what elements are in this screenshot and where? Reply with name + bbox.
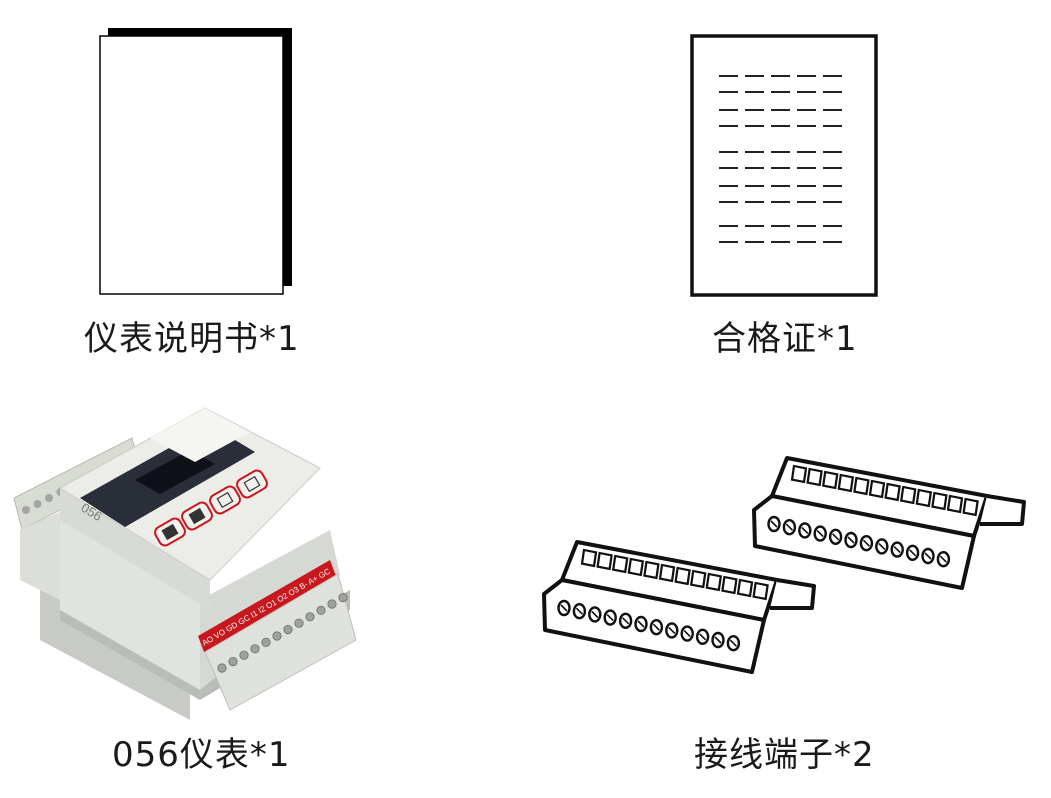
terminal-block-tab (980, 494, 1026, 526)
terminal-block-tab (770, 578, 816, 610)
terminal-screw-slot (801, 526, 809, 534)
terminal-wire-slot (643, 560, 660, 580)
meter-button (209, 485, 241, 515)
terminal-screw-slot (637, 620, 645, 628)
terminal-screw (305, 612, 315, 622)
terminal-screw (22, 506, 30, 514)
terminal-screw-slot (575, 607, 583, 615)
terminal-screw-slot (652, 623, 660, 631)
terminal-screw-slot (622, 617, 630, 625)
terminal-wire-slot (853, 476, 870, 496)
terminal-wire-slot (580, 548, 598, 568)
terminal-screw (316, 605, 326, 616)
terminal-wire-slot (705, 572, 723, 592)
terminal-wire-slot (962, 497, 979, 517)
terminal-screw-slot (832, 533, 840, 541)
terminal-wire-slot (611, 554, 629, 574)
terminal-wire-slot (837, 473, 855, 493)
terminal-screw-slot (699, 633, 707, 641)
meter-button (236, 469, 268, 499)
terminal-screw-slot (939, 555, 947, 563)
terminal-screw (33, 500, 42, 508)
terminal-screw (294, 618, 304, 628)
meter-button-glyph (243, 475, 261, 493)
terminals-caption: 接线端子*2 (694, 735, 875, 775)
terminal-screw-slot (847, 536, 855, 544)
terminal-screw (228, 656, 238, 667)
terminal-screw-slot (770, 520, 778, 528)
terminal-screw-slot (729, 639, 737, 647)
terminal-wire-slot (931, 491, 948, 511)
terminal-screw-slot (909, 549, 917, 557)
terminal-wire-slot (790, 464, 808, 484)
terminal-wire-slot (674, 566, 691, 586)
terminal-screw (217, 663, 227, 673)
terminal-wire-slot (689, 569, 707, 589)
terminal-screw (250, 644, 260, 654)
terminal-wire-slot (596, 551, 613, 571)
terminal-wire-slot (736, 578, 754, 598)
terminal-screw-slot (893, 546, 901, 554)
terminal-screw-slot (785, 523, 793, 531)
terminal-wire-slot (721, 575, 738, 595)
terminal-screw (283, 624, 293, 635)
terminal-screw (338, 592, 348, 603)
terminal-wire-slot (752, 581, 769, 601)
terminal-screw (327, 599, 337, 609)
terminal-screw-slot (878, 542, 886, 550)
terminal-screw (45, 494, 53, 502)
terminal-screw-slot (668, 626, 676, 634)
terminal-wire-slot (915, 488, 933, 508)
terminal-screw-slot (560, 604, 568, 612)
manual-caption: 仪表说明书*1 (84, 319, 300, 359)
terminal-screw (239, 650, 249, 660)
meter-caption: 056仪表*1 (112, 735, 291, 775)
terminal-wire-slot (868, 479, 886, 499)
certificate-caption: 合格证*1 (712, 319, 858, 359)
terminal-wire-slot (806, 467, 823, 487)
terminal-wire-slot (627, 557, 645, 577)
meter-button-glyph (216, 491, 234, 509)
terminal-screw-slot (862, 539, 870, 547)
meter-button-glyph (161, 523, 179, 541)
terminal-screw-slot (714, 636, 722, 644)
terminal-wire-slot (884, 482, 901, 502)
meter-button-glyph (188, 507, 206, 525)
terminal-wire-slot (658, 563, 676, 583)
terminal-screw-slot (591, 610, 599, 618)
terminal-screw (261, 637, 271, 648)
terminal-screw-slot (816, 530, 824, 538)
terminal-screw (272, 631, 282, 641)
terminal-wire-slot (946, 494, 964, 514)
terminal-wire-slot (899, 485, 917, 505)
terminal-screw-slot (606, 614, 614, 622)
terminal-screw-slot (683, 630, 691, 638)
terminal-screw-slot (924, 552, 932, 560)
terminal-wire-slot (821, 470, 839, 490)
